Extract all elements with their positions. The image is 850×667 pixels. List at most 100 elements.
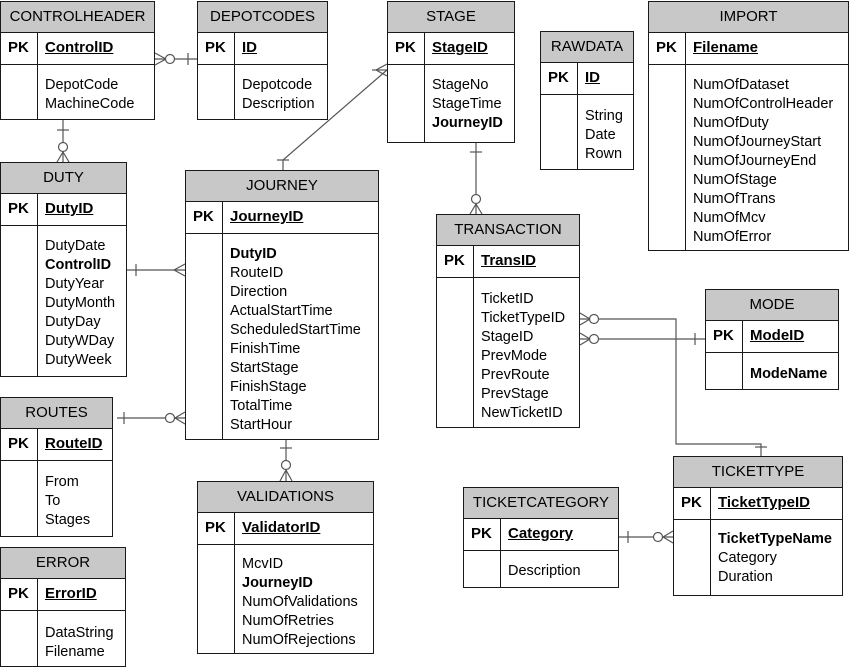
field: To <box>45 493 61 509</box>
field: MachineCode <box>45 96 135 112</box>
column-divider <box>742 321 743 389</box>
pk-label: PK <box>205 39 226 56</box>
table-name: STAGE <box>388 2 514 33</box>
column-divider <box>577 63 578 169</box>
field: ActualStartTime <box>230 303 333 319</box>
table-name: VALIDATIONS <box>198 482 373 513</box>
link-controlheader-depotcodes <box>154 52 197 66</box>
pk-label: PK <box>205 519 226 536</box>
field: PrevStage <box>481 386 549 402</box>
link-controlheader-duty <box>56 120 70 163</box>
column-divider <box>37 33 38 119</box>
field: McvID <box>242 556 284 572</box>
pk-label: PK <box>681 494 702 511</box>
primary-key-field: TransID <box>481 252 537 269</box>
field: NumOfRejections <box>242 632 356 648</box>
primary-key-field: TicketTypeID <box>718 494 810 511</box>
pk-label: PK <box>395 39 416 56</box>
field: NumOfMcv <box>693 210 766 226</box>
field: FinishTime <box>230 341 301 357</box>
field: Date <box>585 127 616 143</box>
field: StageTime <box>432 96 502 112</box>
pk-label: PK <box>8 585 29 602</box>
field: NumOfStage <box>693 172 777 188</box>
column-divider <box>424 33 425 142</box>
field: PrevMode <box>481 348 548 364</box>
field: Depotcode <box>242 77 313 93</box>
field: DutyDate <box>45 238 106 254</box>
table-name: IMPORT <box>649 2 848 33</box>
field: NumOfRetries <box>242 613 334 629</box>
field: DataString <box>45 625 114 641</box>
field: NumOfValidations <box>242 594 358 610</box>
pk-label: PK <box>8 435 29 452</box>
field: JourneyID <box>242 575 313 591</box>
link-transaction-tickettype <box>579 312 767 456</box>
field: Rown <box>585 146 623 162</box>
field: DutyWeek <box>45 352 112 368</box>
field: ModeName <box>750 366 828 382</box>
field: ScheduledStartTime <box>230 322 361 338</box>
field: String <box>585 108 623 124</box>
table-name: TRANSACTION <box>437 215 579 246</box>
link-routes-journey <box>117 411 186 425</box>
column-divider <box>685 33 686 250</box>
primary-key-field: StageID <box>432 39 488 56</box>
field: TicketTypeName <box>718 531 832 547</box>
field: FinishStage <box>230 379 307 395</box>
column-divider <box>37 429 38 536</box>
primary-key-field: ID <box>242 39 257 56</box>
field: StageNo <box>432 77 489 93</box>
link-ticketcategory-tickettype <box>619 530 674 544</box>
column-divider <box>234 33 235 119</box>
field: DutyWDay <box>45 333 115 349</box>
field: DutyMonth <box>45 295 116 311</box>
table-name: JOURNEY <box>186 171 378 202</box>
primary-key-field: Filename <box>693 39 759 56</box>
field: DutyYear <box>45 276 105 292</box>
pk-label: PK <box>444 252 465 269</box>
pk-label: PK <box>471 525 492 542</box>
field: Filename <box>45 644 105 660</box>
primary-key-field: ID <box>585 69 600 86</box>
field: NumOfTrans <box>693 191 776 207</box>
field: StartHour <box>230 417 293 433</box>
primary-key-field: DutyID <box>45 200 94 217</box>
field: Category <box>718 550 777 566</box>
field: StageID <box>481 329 534 345</box>
primary-key-field: RouteID <box>45 435 103 452</box>
link-journey-validations <box>279 440 293 482</box>
field: Description <box>242 96 315 112</box>
primary-key-row: PK TicketTypeID <box>674 488 842 520</box>
primary-key-row: PK TransID <box>437 246 579 278</box>
primary-key-row: PK Category <box>464 519 618 551</box>
link-stage-transaction <box>469 143 483 215</box>
field: DutyDay <box>45 314 101 330</box>
pk-label: PK <box>8 200 29 217</box>
field: StartStage <box>230 360 299 376</box>
primary-key-field: Category <box>508 525 574 542</box>
field: NumOfControlHeader <box>693 96 834 112</box>
table-name: ROUTES <box>1 398 112 429</box>
